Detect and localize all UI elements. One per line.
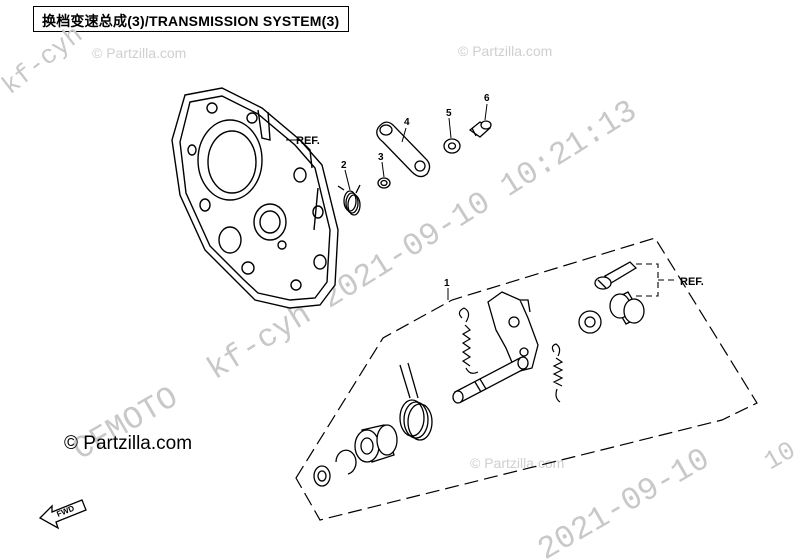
copyright-text: © Partzilla.com — [64, 433, 193, 454]
title-box: 换档变速总成(3)/TRANSMISSION SYSTEM(3) — [33, 6, 349, 32]
tension-spring-right — [551, 343, 564, 403]
shift-shaft — [452, 356, 529, 404]
washer-part-5 — [443, 138, 461, 154]
watermark-cfmoto: CFMOTO — [67, 379, 185, 469]
part-number-6: 6 — [484, 93, 490, 104]
needle-bearing — [609, 291, 645, 325]
ref-bracket-right — [636, 263, 676, 297]
part-number-2: 2 — [341, 160, 347, 171]
part-number-1: 1 — [444, 278, 450, 289]
circlip — [335, 449, 357, 475]
washer-part-3 — [377, 177, 391, 189]
bushing-lower — [354, 424, 398, 463]
arm-part-4 — [376, 121, 431, 178]
ref-label-upper: REF. — [296, 135, 320, 147]
stud-bolt — [594, 261, 638, 290]
watermark-kf-cyh-top: kf-cyh — [0, 20, 89, 101]
diagram-title: 换档变速总成(3)/TRANSMISSION SYSTEM(3) — [42, 13, 340, 29]
bushing-upper — [578, 310, 602, 334]
torsion-spring-lower — [399, 362, 433, 441]
assembly-outline-dashed — [295, 237, 758, 521]
watermark-partzilla-left: © Partzilla.com — [92, 45, 186, 61]
crankcase-cover — [171, 87, 339, 309]
spring-part-2 — [337, 184, 361, 216]
washer-lower — [313, 465, 331, 487]
shift-arm-plate — [487, 291, 539, 373]
watermark-partzilla-bottom: © Partzilla.com — [470, 455, 564, 471]
part-number-4: 4 — [404, 117, 410, 128]
watermark-layer: kf-cyh kf-cyh 2021-09-10 10:21:13 CFMOTO… — [0, 20, 800, 560]
leader-lines-upper — [286, 103, 488, 191]
watermark-partzilla-top: © Partzilla.com — [458, 43, 552, 59]
bolt-part-6 — [468, 120, 492, 138]
tension-spring-left — [458, 307, 479, 374]
watermark-corner: 10 — [759, 435, 800, 477]
ref-label-right: REF. — [680, 276, 704, 288]
fwd-arrow-icon: FWD — [38, 499, 87, 530]
part-number-5: 5 — [446, 108, 452, 119]
part-number-labels: 1 2 3 4 5 6 — [341, 93, 490, 289]
part-number-3: 3 — [378, 152, 384, 163]
